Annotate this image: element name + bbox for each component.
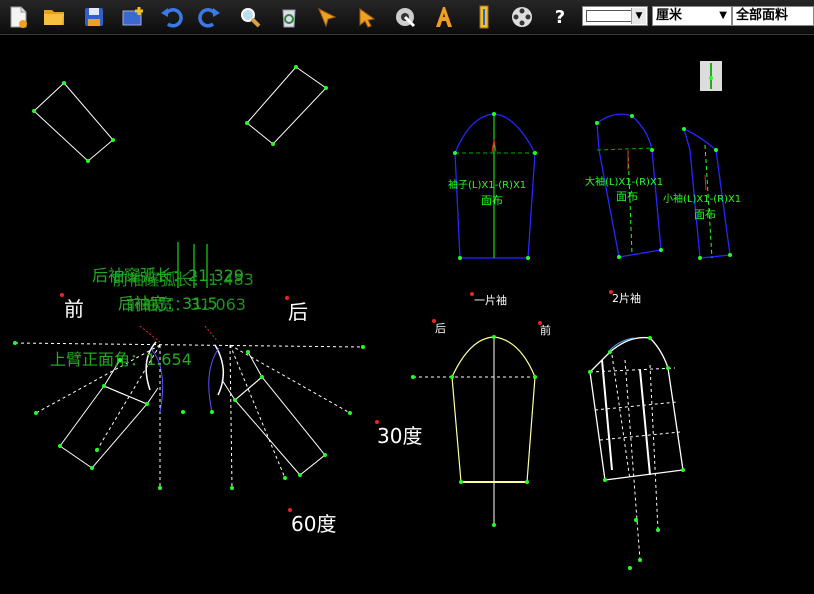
sleeve-points [453,112,537,260]
film-reel-icon[interactable] [508,3,536,31]
front-small-label: 前 [540,323,551,337]
sleeve-fabric: 面布 [481,194,503,207]
color-swatch [586,10,632,22]
small-sleeve-pattern[interactable]: 小袖(L)X1-(R)X1 面布 [663,127,741,259]
small-sleeve-piece-name: 小袖(L)X1-(R)X1 [663,192,741,205]
overlap-label-3: 后袖宽：31.5 [118,294,218,313]
small-sleeve-fabric: 面布 [694,208,716,221]
overlap-label-2: 前袖窿弧长：1.483 [112,270,254,289]
rotated-piece-left[interactable] [33,82,114,162]
back-label: 后 [288,300,308,324]
select-arrow-icon[interactable] [313,3,341,31]
unit-select[interactable]: 厘米 ▼ [652,6,732,26]
open-folder-icon[interactable] [40,3,68,31]
add-layer-icon[interactable] [119,3,147,31]
fit-points [13,341,365,490]
color-picker[interactable]: ▼ [582,6,648,26]
overlap-label-1: 后袖窿弧长：21.329 [92,266,244,285]
label-markers [60,290,613,512]
big-sleeve-points [595,114,663,259]
angle-30-label: 30度 [377,424,422,448]
chevron-down-icon[interactable]: ▼ [631,8,646,24]
vertex-points [32,65,328,163]
drawing-canvas[interactable]: 袖子(L)X1-(R)X1 面布 大袖(L)X1-(R)X1 面布 小袖(L)X… [0,35,814,594]
two-piece-sleeve-drawing[interactable] [589,336,684,561]
one-piece-sleeve-label: 一片袖 [474,293,507,307]
sleeve-piece-name: 袖子(L)X1-(R)X1 [448,178,526,191]
toolbar: ? ▼ 厘米 ▼ 全部面料 [0,0,814,35]
zoom-icon[interactable] [236,3,264,31]
rotated-piece-right[interactable] [246,66,327,145]
measure-icon[interactable] [391,3,419,31]
two-piece-points [588,336,685,570]
pick-arrow-icon[interactable] [352,3,380,31]
back-small-label: 后 [435,322,446,335]
front-label: 前 [64,297,84,321]
ruler-icon[interactable] [470,3,498,31]
help-label: ? [554,6,566,28]
unit-select-value: 厘米 [656,8,683,23]
new-file-icon[interactable] [4,3,32,31]
undo-icon[interactable] [158,3,186,31]
big-sleeve-pattern[interactable]: 大袖(L)X1-(R)X1 面布 [585,113,663,258]
recycle-icon[interactable] [275,3,303,31]
redo-icon[interactable] [195,3,223,31]
help-icon[interactable]: ? [546,3,574,31]
sleeve-pattern[interactable]: 袖子(L)X1-(R)X1 面布 [448,113,536,259]
two-piece-sleeve-label: 2片袖 [612,291,641,305]
save-icon[interactable] [80,3,108,31]
small-sleeve-points [682,127,732,260]
text-icon[interactable] [430,3,458,31]
overlap-label-4: 前袖宽：31.063 [126,295,246,314]
sleeve-fit-drawing[interactable]: 后袖窿弧长：21.329 前袖窿弧长：1.483 后袖宽：31.5 前袖宽：31… [14,242,364,489]
angle-60-label: 60度 [291,512,336,536]
piece-thumbnail[interactable] [700,61,722,91]
chevron-down-icon: ▼ [719,10,727,21]
one-piece-sleeve-drawing[interactable] [413,336,536,525]
fabric-select[interactable]: 全部面料 [732,6,814,26]
big-sleeve-fabric: 面布 [616,190,638,203]
one-piece-points [411,335,537,527]
fabric-select-value: 全部面料 [736,8,789,23]
big-sleeve-piece-name: 大袖(L)X1-(R)X1 [585,175,663,188]
